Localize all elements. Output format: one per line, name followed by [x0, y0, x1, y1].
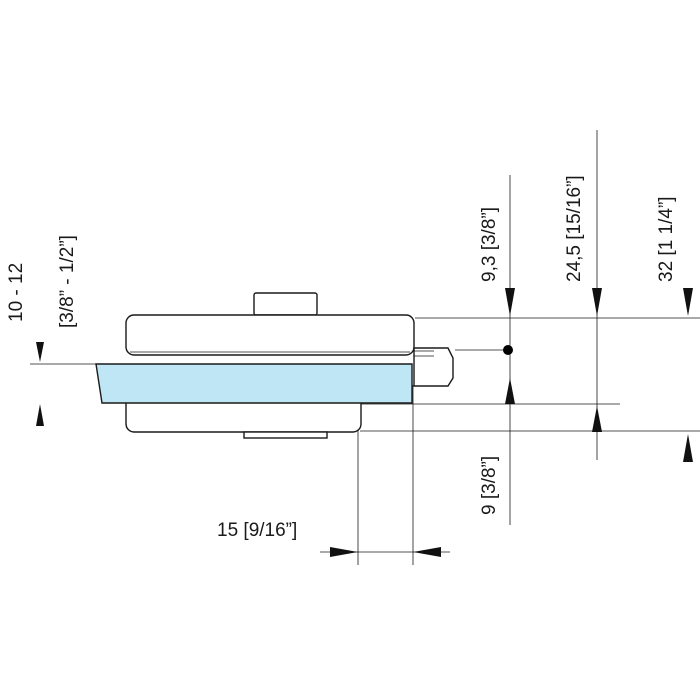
dim-32: 32 [1 1/4”] — [656, 196, 677, 282]
arrow-9 — [505, 378, 515, 404]
dim-9-3: 9,3 [3/8”] — [479, 207, 500, 282]
arrow-glass-bottom — [36, 404, 44, 426]
arrow-24-5-top — [592, 288, 602, 316]
top-knob — [253, 292, 318, 316]
side-pin — [413, 347, 454, 387]
dim-15: 15 [9/16”] — [217, 520, 297, 541]
dim-glass-thickness-mm: 10 - 12 — [6, 263, 27, 322]
dim-glass-thickness-in: [3/8” - 1/2”] — [57, 235, 78, 328]
dimension-arrows — [36, 288, 693, 557]
arrow-24-5-bottom — [592, 406, 602, 432]
pivot-point — [503, 345, 513, 355]
arrow-glass-top — [36, 342, 44, 362]
arrow-15-right — [413, 547, 441, 557]
arrow-9-3 — [505, 288, 515, 316]
arrow-32-bottom — [683, 434, 693, 462]
bottom-knob — [243, 431, 328, 439]
dim-24-5: 24,5 [15/16”] — [564, 175, 585, 282]
arrow-15-left — [330, 547, 358, 557]
dim-9: 9 [3/8”] — [479, 456, 500, 515]
glass-panel — [95, 363, 413, 404]
main-block — [125, 314, 415, 356]
arrow-32-top — [683, 288, 693, 316]
clamp-body — [125, 292, 454, 439]
